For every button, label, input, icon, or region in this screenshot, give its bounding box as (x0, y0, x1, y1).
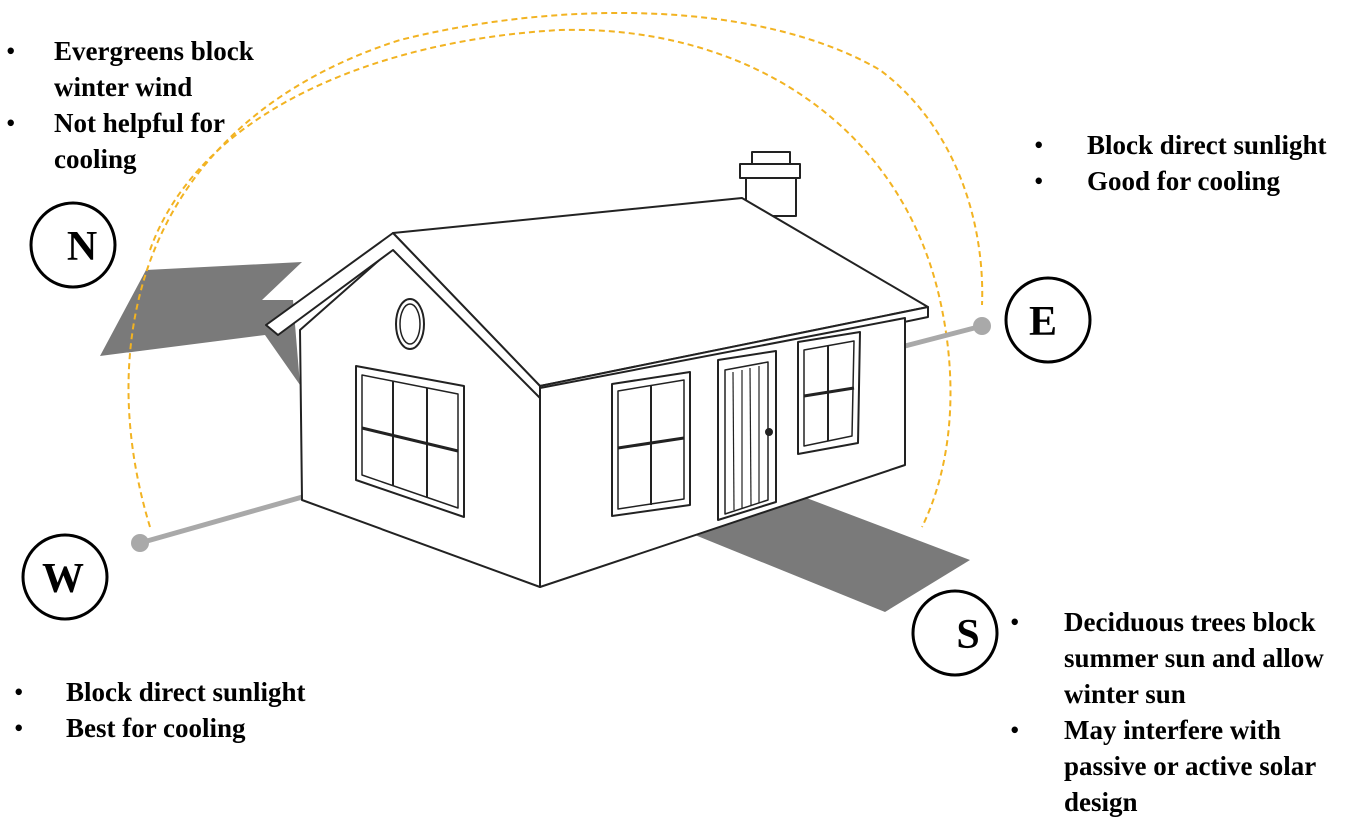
sun-path-outer (127, 11, 984, 528)
compass-north-label: N (67, 224, 97, 270)
compass-west: W (21, 533, 109, 621)
west-note-item: Block direct sunlight (14, 674, 386, 710)
sun-path-inner (149, 28, 952, 528)
front-door (717, 350, 777, 521)
compass-north: N (29, 201, 117, 289)
attic-vent (395, 298, 425, 350)
compass-south: S (911, 589, 999, 677)
south-shadow (690, 494, 970, 612)
east-note-item: Block direct sunlight (1034, 127, 1352, 163)
east-note-item: Good for cooling (1034, 163, 1352, 199)
house (265, 151, 929, 588)
west-pointer (131, 489, 321, 552)
east-notes: Block direct sunlight Good for cooling (1034, 127, 1352, 199)
gable-trim (265, 232, 541, 399)
north-note-item: Evergreens block winter wind (6, 33, 304, 105)
west-note-item: Best for cooling (14, 710, 386, 746)
north-shadow (100, 262, 302, 385)
east-pointer (904, 317, 991, 349)
north-notes: Evergreens block winter wind Not helpful… (6, 33, 304, 177)
compass-east-label: E (1029, 299, 1057, 345)
compass-west-label: W (42, 556, 84, 602)
north-note-item: Not helpful for cooling (6, 105, 304, 177)
compass-south-label: S (956, 612, 979, 658)
south-notes: Deciduous trees block summer sun and all… (1010, 604, 1356, 820)
front-right-window (797, 331, 861, 455)
compass-east: E (1004, 276, 1092, 364)
west-notes: Block direct sunlight Best for cooling (14, 674, 386, 746)
front-left-window (611, 371, 691, 517)
south-note-item: May interfere with passive or active sol… (1010, 712, 1356, 820)
side-window (355, 365, 465, 518)
south-note-item: Deciduous trees block summer sun and all… (1010, 604, 1356, 712)
